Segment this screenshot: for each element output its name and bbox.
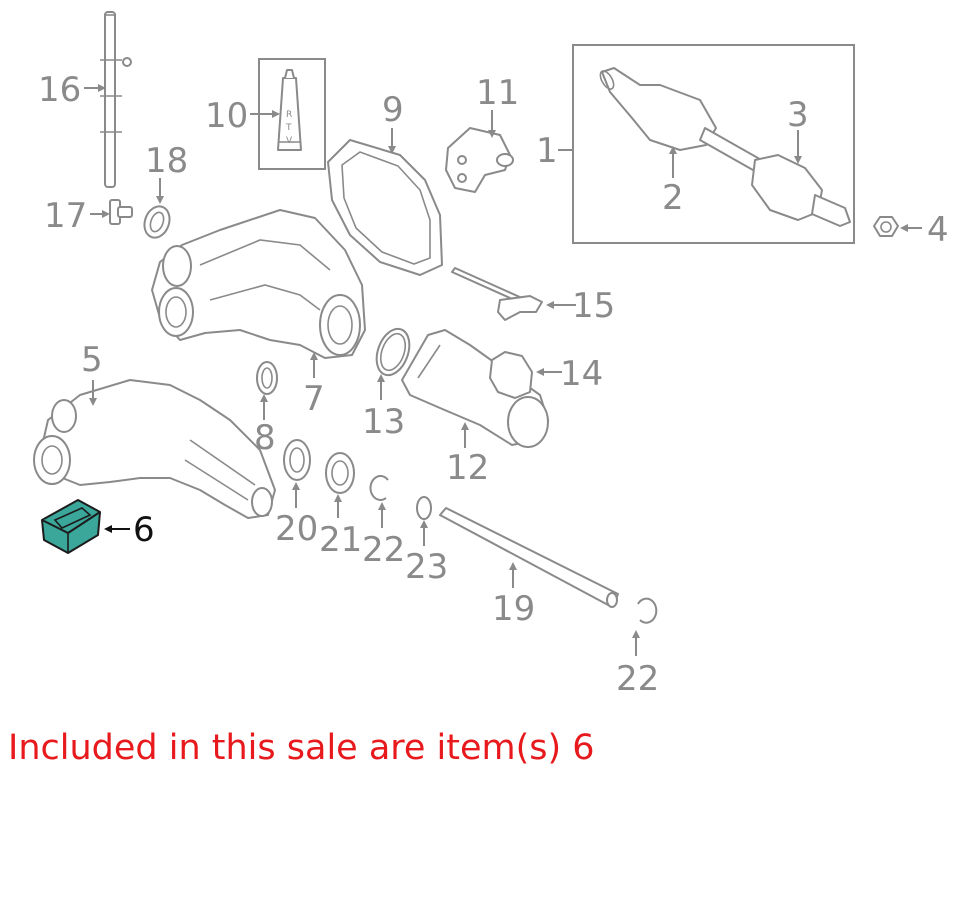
callout-12: 12	[446, 448, 489, 488]
part-6-bracket-highlighted	[41, 499, 101, 554]
part-5-axle-housing	[33, 379, 276, 519]
part-14-boot	[489, 351, 533, 399]
callout-2: 2	[662, 178, 684, 218]
part-8-seal	[256, 361, 278, 395]
callout-8: 8	[254, 418, 276, 458]
part-11-bracket	[445, 127, 514, 193]
part-20-bearing	[283, 439, 311, 481]
callout-10: 10	[205, 96, 248, 136]
part-16-rod	[100, 11, 132, 188]
rtv-letter-r: R	[286, 110, 292, 120]
part-13-o-ring	[375, 327, 411, 377]
callout-20: 20	[275, 509, 318, 549]
part-19-shaft	[439, 507, 619, 608]
callout-16: 16	[38, 70, 81, 110]
callout-1: 1	[536, 131, 558, 171]
part-18-seal	[143, 205, 171, 239]
callout-21: 21	[319, 520, 362, 560]
callout-17: 17	[44, 196, 87, 236]
callout-19: 19	[492, 589, 535, 629]
part-17-fitting	[109, 199, 133, 225]
callout-7: 7	[303, 379, 325, 419]
part-7-carrier-housing	[151, 209, 366, 359]
part-22-clip-lower	[637, 597, 658, 624]
callout-3: 3	[787, 95, 809, 135]
callout-4: 4	[927, 210, 949, 250]
part-1-drive-shaft-assembly	[572, 44, 855, 244]
callout-15: 15	[572, 286, 615, 326]
rtv-letter-t: T	[285, 123, 292, 133]
callout-18: 18	[145, 141, 188, 181]
part-4-nut	[873, 216, 899, 237]
part-23-washer	[416, 496, 432, 520]
callout-9: 9	[382, 90, 404, 130]
included-items-caption: Included in this sale are item(s) 6	[8, 728, 595, 768]
callout-22-upper: 22	[362, 530, 405, 570]
callout-14: 14	[560, 354, 603, 394]
part-12-tube-housing	[401, 329, 549, 448]
callout-13: 13	[362, 402, 405, 442]
leader-lines	[84, 84, 922, 656]
parts-diagram: 16 17 18 10 9 11 1 2 3 4 15 14 7 13 12 8…	[33, 11, 949, 699]
callout-23: 23	[405, 547, 448, 587]
part-22-clip-upper	[369, 475, 389, 501]
callout-5: 5	[81, 340, 103, 380]
part-15-rod	[451, 267, 543, 321]
rtv-letter-v: V	[286, 136, 293, 146]
part-9-cover	[327, 139, 443, 276]
callout-11: 11	[476, 73, 519, 113]
callout-6: 6	[133, 510, 155, 550]
callout-22-lower: 22	[616, 659, 659, 699]
part-21-bearing	[325, 452, 355, 494]
